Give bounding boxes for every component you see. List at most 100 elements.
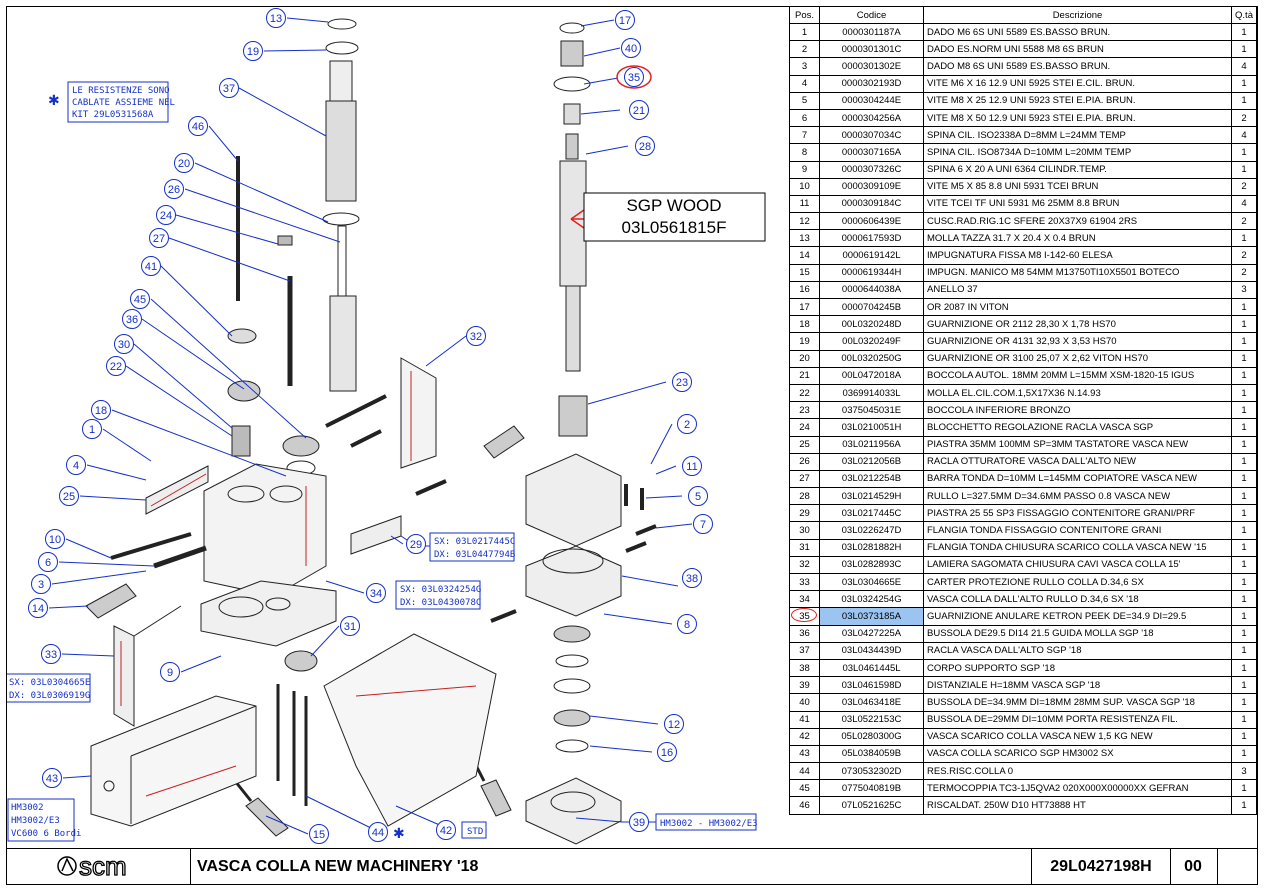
cell-code: 0000606439E [819, 212, 924, 231]
balloon-13: 13 [266, 8, 286, 28]
cell-code: 03L0214529H [819, 487, 924, 506]
sgp-label-line1: SGP WOOD [626, 196, 721, 215]
cell-code: 03L0461598D [819, 676, 924, 695]
cell-description: VITE M8 X 25 12.9 UNI 5923 STEI E.PIA. B… [922, 91, 1233, 110]
parts-sketch [85, 18, 657, 845]
balloon-circle [368, 822, 388, 842]
cell-code: 0000307034C [819, 126, 924, 145]
cell-qty: 1 [1231, 538, 1257, 557]
cell-pos: 27 [789, 469, 820, 489]
cell-pos: 35 [789, 607, 820, 626]
cell-code: 03L0522153C [819, 710, 924, 729]
callout-42-text: STD [467, 827, 483, 837]
balloon-26: 26 [164, 179, 184, 199]
cell-pos: 2 [789, 40, 820, 59]
cell-description: VITE M6 X 16 12.9 UNI 5925 STEI E.CIL. B… [922, 74, 1233, 93]
balloon-number: 7 [700, 519, 706, 531]
exploded-view-drawing: SGP WOOD 03L0561815F ✱ LE RESISTENZE SON… [6, 8, 766, 845]
balloon-circle [45, 529, 65, 549]
cell-code: 0000301301C [819, 40, 924, 59]
cell-pos: 24 [789, 418, 820, 437]
note-line2: CABLATE ASSIEME NEL [72, 98, 175, 108]
balloon-circle [677, 414, 697, 434]
balloon-number: 2 [684, 419, 690, 431]
cell-description: VITE TCEI TF UNI 5931 M6 25MM 8.8 BRUN [922, 194, 1233, 214]
cell-code: 0000309109E [819, 177, 924, 196]
cell-qty: 1 [1231, 418, 1257, 437]
balloon-3: 3 [31, 574, 51, 594]
balloon-number: 12 [668, 719, 680, 731]
cell-description: BUSSOLA DE29.5 DI14 21.5 GUIDA MOLLA SGP… [922, 624, 1233, 643]
cell-pos: 45 [789, 779, 820, 798]
balloon-number: 21 [633, 105, 645, 117]
balloon-number: 23 [676, 377, 688, 389]
cell-description: VITE M5 X 85 8.8 UNI 5931 TCEI BRUN [922, 177, 1233, 196]
cell-pos: 33 [789, 572, 820, 592]
cell-description: BOCCOLA AUTOL. 18MM 20MM L=15MM XSM-1820… [922, 366, 1233, 385]
cell-pos: 37 [789, 641, 820, 660]
cell-pos: 26 [789, 452, 820, 471]
cell-description: RES.RISC.COLLA 0 [922, 762, 1233, 781]
cell-qty: 1 [1231, 349, 1257, 368]
cell-code: 0000307326C [819, 160, 924, 179]
cell-code: 03L0211956A [819, 435, 924, 454]
balloon-circle [629, 100, 649, 120]
cell-description: DISTANZIALE H=18MM VASCA SGP '18 [922, 676, 1233, 695]
cell-pos: 42 [789, 727, 820, 746]
cell-qty: 2 [1231, 177, 1257, 196]
cell-qty: 1 [1231, 693, 1257, 712]
cell-description: SPINA 6 X 20 A UNI 6364 CILINDR.TEMP. [922, 160, 1233, 179]
balloon-number: 35 [628, 72, 640, 84]
balloon-16: 16 [657, 742, 677, 762]
cell-description: GUARNIZIONE OR 2112 28,30 X 1,78 HS70 [922, 315, 1233, 334]
cell-qty: 2 [1231, 246, 1257, 265]
balloon-14: 14 [28, 598, 48, 618]
balloon-number: 8 [684, 619, 690, 631]
sgp-label-box [583, 192, 766, 242]
heater-asterisk: ✱ [393, 825, 405, 841]
scm-logo: scm [7, 849, 191, 884]
cell-description: SPINA CIL. ISO2338A D=8MM L=24MM TEMP [922, 126, 1233, 145]
balloon-circle [164, 179, 184, 199]
balloon-21: 21 [629, 100, 649, 120]
balloon-36: 36 [122, 309, 142, 329]
cell-qty: 1 [1231, 487, 1257, 506]
note-line3: KIT 29L0531568A [72, 110, 154, 120]
cell-code: 0000619142L [819, 246, 924, 265]
cell-code: 0000301302E [819, 57, 924, 76]
balloon-number: 31 [344, 621, 356, 633]
revision-number: 00 [1169, 849, 1218, 884]
cell-description: BUSSOLA DE=34.9MM DI=18MM 28MM SUP. VASC… [922, 693, 1233, 712]
balloon-2: 2 [677, 414, 697, 434]
balloon-number: 20 [178, 158, 190, 170]
balloon-27: 27 [149, 228, 169, 248]
callout-39-text: HM3002 - HM3002/E3 [660, 819, 758, 829]
balloon-circle [38, 552, 58, 572]
cell-qty: 1 [1231, 624, 1257, 643]
cell-pos: 16 [789, 280, 820, 300]
balloon-number: 40 [625, 43, 637, 55]
cell-pos: 41 [789, 710, 820, 729]
note-asterisk: ✱ [48, 92, 60, 108]
cell-qty: 1 [1231, 383, 1257, 403]
balloon-circle [693, 514, 713, 534]
cell-pos: 29 [789, 504, 820, 523]
logo-wordmark: scm [79, 851, 127, 881]
cell-qty: 4 [1231, 194, 1257, 214]
balloon-circle [66, 455, 86, 475]
callout-29-line1: SX: 03L0217445C [434, 537, 515, 547]
cell-description: VASCA COLLA SCARICO SGP HM3002 SX [922, 744, 1233, 764]
balloon-number: 46 [192, 121, 204, 133]
